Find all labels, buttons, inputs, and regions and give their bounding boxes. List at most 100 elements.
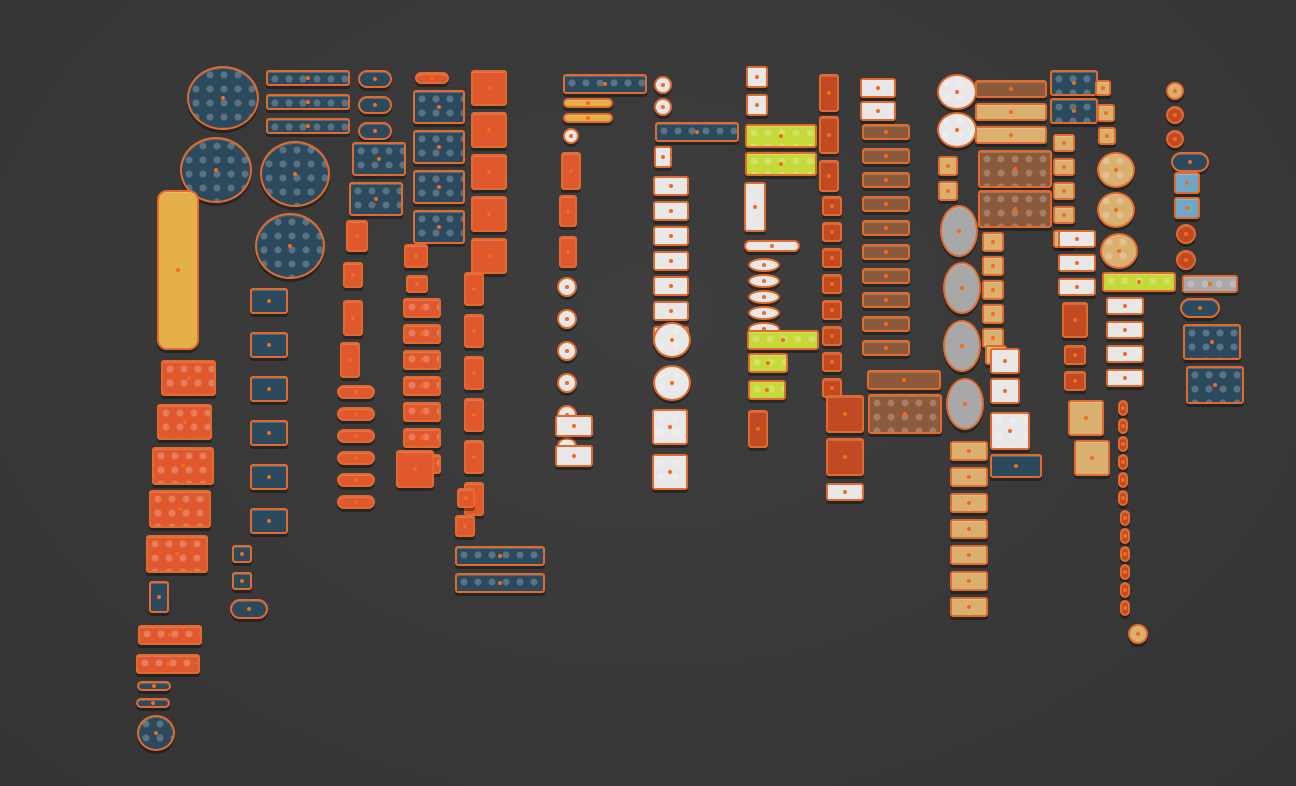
brick-part[interactable] [822,196,842,216]
brick-part[interactable] [137,681,171,691]
brick-part[interactable] [822,222,842,242]
brick-part[interactable] [137,715,175,751]
brick-part[interactable] [1106,369,1144,387]
brick-part[interactable] [862,172,910,188]
brick-part[interactable] [653,226,689,246]
brick-part[interactable] [1120,564,1130,580]
brick-part[interactable] [146,535,208,573]
brick-part[interactable] [982,256,1004,276]
brick-part[interactable] [250,464,288,490]
brick-part[interactable] [337,451,375,465]
brick-part[interactable] [938,156,958,176]
brick-part[interactable] [1053,158,1075,176]
brick-part[interactable] [975,103,1047,121]
brick-part[interactable] [1183,324,1241,360]
brick-part[interactable] [940,205,978,257]
brick-part[interactable] [255,213,325,279]
brick-part[interactable] [1118,418,1128,434]
brick-part[interactable] [555,415,593,437]
brick-part[interactable] [652,454,688,490]
brick-part[interactable] [403,298,441,318]
brick-part[interactable] [653,365,691,401]
brick-part[interactable] [978,190,1052,228]
brick-part[interactable] [1182,275,1238,293]
brick-part[interactable] [149,581,169,613]
brick-part[interactable] [862,244,910,260]
brick-part[interactable] [138,625,202,645]
brick-part[interactable] [654,146,672,168]
brick-part[interactable] [654,76,672,94]
brick-part[interactable] [819,74,839,112]
brick-part[interactable] [1166,82,1184,100]
brick-part[interactable] [862,148,910,164]
brick-part[interactable] [471,112,507,148]
brick-part[interactable] [862,268,910,284]
brick-part[interactable] [358,122,392,140]
brick-part[interactable] [745,124,817,148]
brick-part[interactable] [867,370,941,390]
brick-part[interactable] [358,70,392,88]
brick-part[interactable] [653,301,689,321]
brick-part[interactable] [403,376,441,396]
brick-part[interactable] [455,573,545,593]
brick-part[interactable] [413,130,465,164]
brick-part[interactable] [982,304,1004,324]
brick-part[interactable] [819,116,839,154]
brick-part[interactable] [1186,366,1244,404]
brick-part[interactable] [1064,345,1086,365]
brick-part[interactable] [471,70,507,106]
brick-part[interactable] [862,220,910,236]
brick-part[interactable] [748,258,780,272]
brick-part[interactable] [982,232,1004,252]
brick-part[interactable] [1058,230,1096,248]
brick-part[interactable] [136,654,200,674]
brick-part[interactable] [978,150,1052,188]
brick-part[interactable] [943,262,981,314]
brick-part[interactable] [260,141,330,207]
brick-part[interactable] [1100,233,1138,269]
brick-part[interactable] [746,66,768,88]
brick-part[interactable] [950,467,988,487]
brick-part[interactable] [822,326,842,346]
brick-part[interactable] [826,395,864,433]
brick-part[interactable] [250,332,288,358]
brick-part[interactable] [337,429,375,443]
brick-part[interactable] [1120,510,1130,526]
brick-part[interactable] [950,571,988,591]
brick-part[interactable] [232,545,252,563]
brick-part[interactable] [1166,106,1184,124]
brick-part[interactable] [149,490,211,528]
brick-part[interactable] [1176,250,1196,270]
brick-part[interactable] [161,360,216,396]
brick-part[interactable] [557,373,577,393]
brick-part[interactable] [136,698,170,708]
brick-part[interactable] [157,404,212,440]
brick-part[interactable] [152,447,214,485]
brick-part[interactable] [157,190,199,350]
brick-part[interactable] [654,98,672,116]
brick-part[interactable] [862,196,910,212]
brick-part[interactable] [950,545,988,565]
brick-part[interactable] [1098,127,1116,145]
brick-part[interactable] [748,380,786,400]
brick-part[interactable] [464,272,484,306]
brick-part[interactable] [403,428,441,448]
brick-part[interactable] [744,240,800,252]
brick-part[interactable] [413,170,465,204]
brick-part[interactable] [860,78,896,98]
brick-part[interactable] [1106,345,1144,363]
brick-part[interactable] [266,118,350,134]
brick-part[interactable] [938,181,958,201]
brick-part[interactable] [745,152,817,176]
brick-part[interactable] [950,441,988,461]
brick-part[interactable] [559,236,577,268]
brick-part[interactable] [464,398,484,432]
brick-part[interactable] [1120,546,1130,562]
brick-part[interactable] [937,74,977,110]
brick-part[interactable] [337,495,375,509]
brick-part[interactable] [653,176,689,196]
brick-part[interactable] [1050,70,1098,96]
brick-part[interactable] [1120,528,1130,544]
brick-part[interactable] [868,394,942,434]
